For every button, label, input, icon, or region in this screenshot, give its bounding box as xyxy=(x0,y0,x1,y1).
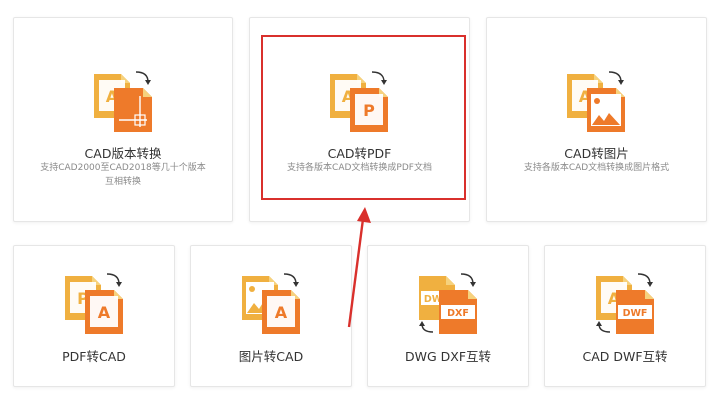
cad-version-convert-icon: A xyxy=(92,68,156,134)
card-title: CAD DWF互转 xyxy=(582,349,668,364)
card-title: CAD转图片 xyxy=(564,146,629,161)
card-description: 支持各版本CAD文档转换成PDF文档 xyxy=(287,163,432,173)
svg-text:P: P xyxy=(363,101,375,120)
card-image-to-cad[interactable]: A 图片转CAD xyxy=(190,245,352,387)
cad-to-image-icon: A xyxy=(565,68,629,134)
card-description: 支持各版本CAD文档转换成图片格式 xyxy=(523,163,670,173)
card-title: 图片转CAD xyxy=(238,349,304,364)
svg-text:DXF: DXF xyxy=(447,308,469,319)
image-to-cad-icon: A xyxy=(240,270,304,336)
card-title: DWG DXF互转 xyxy=(404,349,492,364)
svg-text:A: A xyxy=(275,303,288,322)
svg-text:DWG: DWG xyxy=(424,294,450,305)
svg-text:A: A xyxy=(98,303,111,322)
card-dwg-dxf[interactable]: DWG DXF DWG DXF互转 xyxy=(367,245,529,387)
svg-text:DWF: DWF xyxy=(623,308,648,319)
card-cad-version[interactable]: A CAD版本转换 支持CAD2000至CAD2018等几十个版本 互相转换 xyxy=(13,17,233,222)
card-description: 支持CAD2000至CAD2018等几十个版本 互相转换 xyxy=(40,163,206,187)
dwg-dxf-convert-icon: DWG DXF xyxy=(417,270,481,336)
card-title: PDF转CAD xyxy=(62,349,126,364)
card-title: CAD版本转换 xyxy=(84,146,162,161)
card-title: CAD转PDF xyxy=(327,146,392,161)
card-cad-to-image[interactable]: A CAD转图片 支持各版本CAD文档转换成图片格式 xyxy=(486,17,707,222)
